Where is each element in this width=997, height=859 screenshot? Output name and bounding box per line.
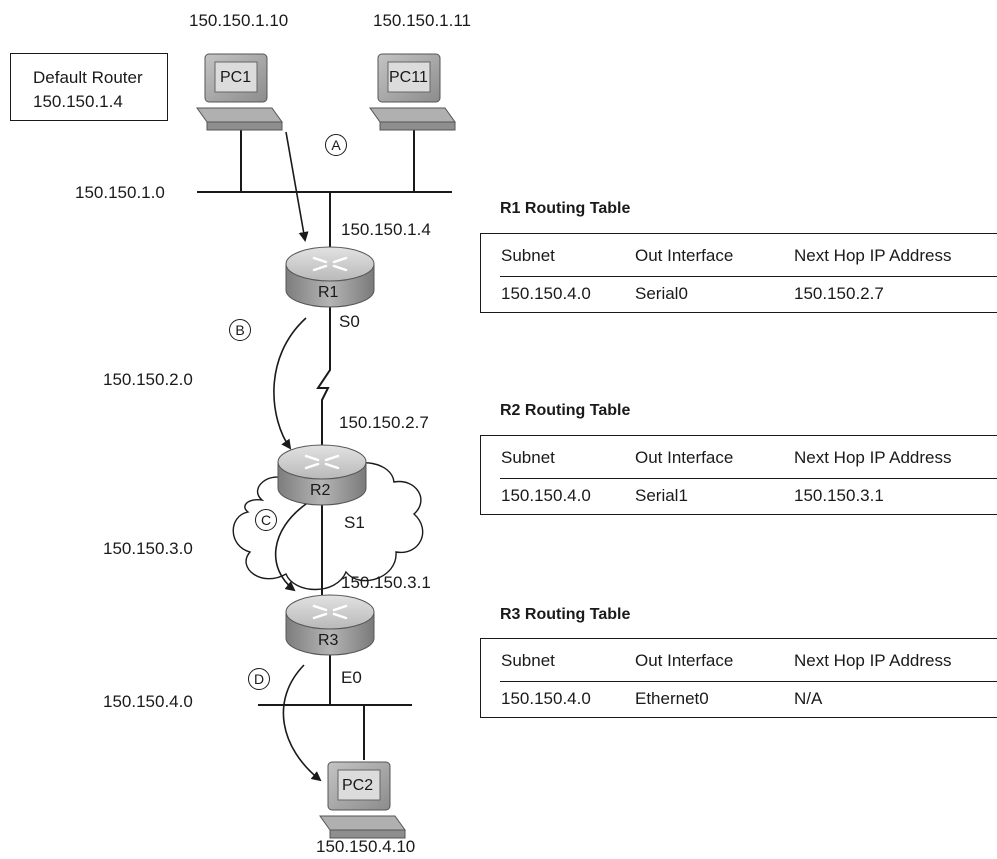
header-divider xyxy=(500,681,997,682)
subnet-1-label: 150.150.1.0 xyxy=(75,183,165,202)
header-divider xyxy=(500,276,997,277)
header-subnet: Subnet xyxy=(501,651,555,670)
arrow-a xyxy=(285,131,309,242)
arrow-c xyxy=(274,503,307,592)
r2-routing-table-title: R2 Routing Table xyxy=(500,402,631,419)
cell-next-hop: 150.150.2.7 xyxy=(794,284,884,303)
r2-serial-label: S1 xyxy=(344,513,365,532)
cell-out-interface: Ethernet0 xyxy=(635,689,709,708)
subnet-4-label: 150.150.4.0 xyxy=(103,692,193,711)
r1-routing-table-title: R1 Routing Table xyxy=(500,200,631,217)
arrow-d xyxy=(282,664,322,782)
cell-subnet: 150.150.4.0 xyxy=(501,284,591,303)
default-router-ip: 150.150.1.4 xyxy=(33,92,123,111)
r3-ethernet-label: E0 xyxy=(341,668,362,687)
arrow-b xyxy=(273,317,307,450)
r3-name: R3 xyxy=(318,632,339,649)
step-c-marker: C xyxy=(255,509,277,531)
cell-subnet: 150.150.4.0 xyxy=(501,689,591,708)
pc2-name: PC2 xyxy=(342,777,374,794)
r3-wan-ip-label: 150.150.3.1 xyxy=(341,573,431,592)
subnet-2-label: 150.150.2.0 xyxy=(103,370,193,389)
step-d-marker: D xyxy=(248,668,270,690)
subnet-3-label: 150.150.3.0 xyxy=(103,539,193,558)
pc2-icon[interactable] xyxy=(319,761,406,839)
router-r2-icon[interactable] xyxy=(277,444,367,506)
r1-r2-serial-link xyxy=(316,306,331,448)
pc11-ip-label: 150.150.1.11 xyxy=(373,11,471,30)
pc1-icon[interactable] xyxy=(196,53,283,131)
cell-out-interface: Serial1 xyxy=(635,486,688,505)
step-b-marker: B xyxy=(229,319,251,341)
router-r1-icon[interactable] xyxy=(285,246,375,308)
pc11-name: PC11 xyxy=(389,69,428,86)
header-next-hop: Next Hop IP Address xyxy=(794,246,952,265)
header-out-interface: Out Interface xyxy=(635,651,734,670)
r3-routing-table-title: R3 Routing Table xyxy=(500,606,631,623)
pc2-ip-label: 150.150.4.10 xyxy=(316,837,416,856)
r3-routing-table: Subnet Out Interface Next Hop IP Address… xyxy=(480,638,997,718)
r1-routing-table: Subnet Out Interface Next Hop IP Address… xyxy=(480,233,997,313)
header-next-hop: Next Hop IP Address xyxy=(794,448,952,467)
r2-routing-table: Subnet Out Interface Next Hop IP Address… xyxy=(480,435,997,515)
header-subnet: Subnet xyxy=(501,246,555,265)
header-subnet: Subnet xyxy=(501,448,555,467)
header-out-interface: Out Interface xyxy=(635,246,734,265)
cell-next-hop: 150.150.3.1 xyxy=(794,486,884,505)
header-out-interface: Out Interface xyxy=(635,448,734,467)
cell-next-hop: N/A xyxy=(794,689,823,708)
step-a-marker: A xyxy=(325,134,347,156)
default-router-note: Default Router 150.150.1.4 xyxy=(10,53,168,121)
header-next-hop: Next Hop IP Address xyxy=(794,651,952,670)
cell-out-interface: Serial0 xyxy=(635,284,688,303)
pc1-name: PC1 xyxy=(220,69,252,86)
r1-lan-ip-label: 150.150.1.4 xyxy=(341,220,431,239)
r2-wan-ip-label: 150.150.2.7 xyxy=(339,413,429,432)
r1-name: R1 xyxy=(318,284,339,301)
cell-subnet: 150.150.4.0 xyxy=(501,486,591,505)
default-router-label: Default Router xyxy=(33,68,143,87)
r2-name: R2 xyxy=(310,482,331,499)
pc11-icon[interactable] xyxy=(369,53,456,131)
header-divider xyxy=(500,478,997,479)
r1-serial-label: S0 xyxy=(339,312,360,331)
router-r3-icon[interactable] xyxy=(285,594,375,656)
pc1-ip-label: 150.150.1.10 xyxy=(189,11,289,30)
